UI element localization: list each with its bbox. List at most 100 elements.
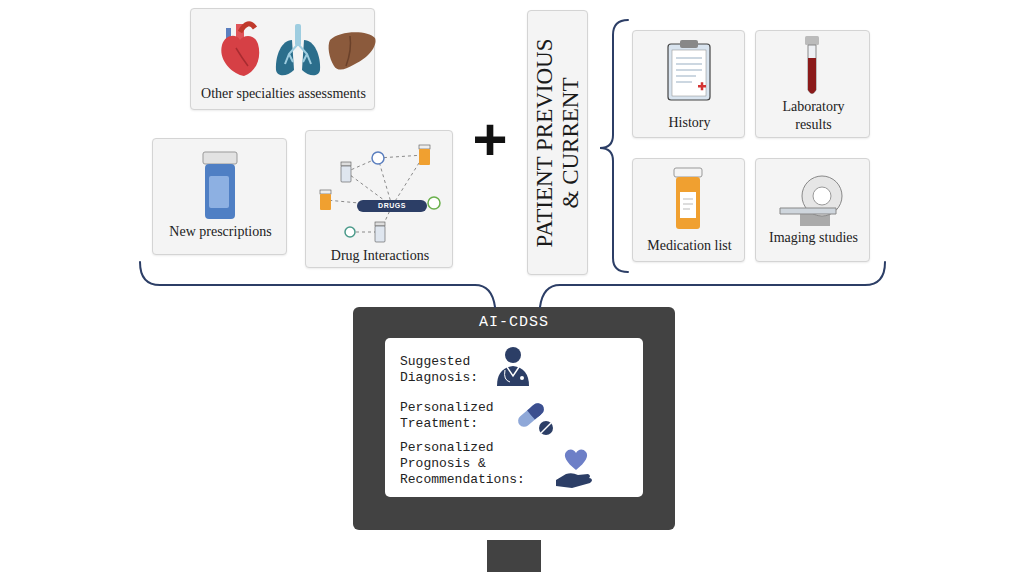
clipboard-icon [668, 40, 710, 100]
ai-cdss-monitor: AI-CDSS Suggested Diagnosis: Personalized … [353, 307, 675, 530]
heart-icon [221, 24, 259, 76]
clipboard-icon [701, 82, 704, 90]
clipboard-icon [680, 40, 698, 48]
box-label: History [633, 114, 746, 132]
drug-node-icon [375, 222, 385, 226]
mri-scanner-icon [780, 208, 836, 214]
blood-tube-icon [808, 45, 816, 94]
doctor-icon [507, 367, 519, 376]
output-label: Suggested Diagnosis: [400, 354, 500, 386]
plus-sign: + [462, 110, 518, 170]
drug-network [350, 232, 380, 233]
drug-network [392, 203, 434, 206]
heart-icon [221, 36, 259, 76]
monitor-stand [487, 540, 541, 572]
imaging-box: Imaging studies [755, 158, 870, 262]
output-label: Personalized Prognosis & Recommendations… [400, 440, 540, 488]
mri-scanner-icon [813, 187, 831, 205]
drug-network [392, 155, 424, 206]
pill-icon [516, 401, 553, 435]
drug-node-icon [357, 200, 427, 212]
drug-network [378, 158, 392, 206]
drug-network [378, 155, 424, 158]
monitor-stand [487, 540, 541, 572]
drug-interaction-box: Drug Interactions [305, 130, 453, 268]
pill-icon [541, 423, 551, 433]
lungs-icon [302, 40, 320, 75]
group-bracket [140, 262, 495, 307]
medication-box: Medication list [632, 158, 745, 262]
doctor-icon [520, 376, 524, 380]
lab-results-box: Laboratory results [755, 30, 870, 138]
vertical-heading: PATIENT PREVIOUS & CURRENT [532, 30, 584, 256]
liver-icon [329, 32, 376, 69]
pill-icon [539, 421, 553, 435]
pill-icon [516, 401, 547, 429]
drug-network [346, 172, 392, 206]
blood-tube-icon [808, 58, 816, 94]
monitor-screen: Suggested Diagnosis: Personalized Treatme… [385, 338, 643, 497]
box-label: Imaging studies [756, 229, 871, 247]
drug-network [326, 200, 392, 206]
medication-bottle-icon [683, 199, 693, 209]
lungs-icon [295, 24, 301, 46]
drug-node-icon [320, 145, 440, 242]
heart-hand-icon [556, 473, 592, 488]
heart-icon [240, 24, 255, 32]
liver-icon [346, 36, 351, 66]
clipboard-icon [668, 44, 710, 100]
patient-data-band: PATIENT PREVIOUS & CURRENT [527, 10, 588, 275]
group-bracket [140, 20, 885, 307]
heart-hand-icon [565, 449, 587, 470]
drug-network [380, 206, 392, 232]
doctor-icon [497, 366, 529, 386]
monitor-title: AI-CDSS [353, 314, 675, 332]
drug-node-icon [428, 197, 440, 209]
medication-bottle-icon [674, 168, 702, 229]
medication-bottle-icon [676, 177, 700, 229]
mri-scanner-icon [802, 176, 842, 216]
doctor-icon [497, 347, 529, 386]
output-label: Personalized Treatment: [400, 400, 500, 432]
liver-icon [329, 32, 376, 69]
mri-scanner-icon [780, 176, 842, 226]
drug-node-icon [419, 149, 430, 165]
doctor-icon [505, 347, 521, 363]
drug-node-icon [372, 152, 384, 164]
box-label: Medication list [633, 237, 746, 255]
prescription-box: New prescriptions [152, 138, 287, 255]
heart-hand-icon [556, 449, 592, 488]
pill-icon [527, 401, 546, 420]
lungs-icon [276, 40, 294, 75]
box-label: Other specialties assessments [186, 85, 381, 103]
prescription-bottle-icon [205, 164, 235, 219]
specialty-box: Other specialties assessments [190, 8, 375, 110]
prescription-bottle-icon [203, 152, 237, 164]
drug-network [326, 155, 434, 232]
blood-tube-icon [805, 36, 819, 94]
mri-scanner-icon [800, 214, 830, 226]
heart-icon [236, 24, 244, 42]
lungs-icon [276, 24, 320, 75]
drug-node-icon [375, 226, 385, 242]
drug-node-icon [341, 162, 351, 166]
heart-icon [226, 28, 231, 42]
lungs-icon [285, 44, 311, 64]
medication-bottle-icon [674, 168, 702, 177]
doctor-icon [505, 370, 510, 382]
drug-node-icon [345, 227, 355, 237]
pill-icon [516, 401, 547, 429]
box-label: New prescriptions [153, 223, 288, 241]
drug-node-icon [419, 145, 430, 149]
medication-bottle-icon [680, 192, 696, 218]
box-label: Laboratory results [768, 98, 859, 134]
box-label: Drug Interactions [306, 247, 454, 265]
clipboard-icon [672, 50, 706, 96]
drug-node-icon [320, 194, 331, 210]
history-box: History [632, 30, 745, 138]
blood-tube-icon [805, 36, 819, 45]
drug-node-icon [320, 190, 331, 194]
heart-icon [236, 48, 248, 66]
